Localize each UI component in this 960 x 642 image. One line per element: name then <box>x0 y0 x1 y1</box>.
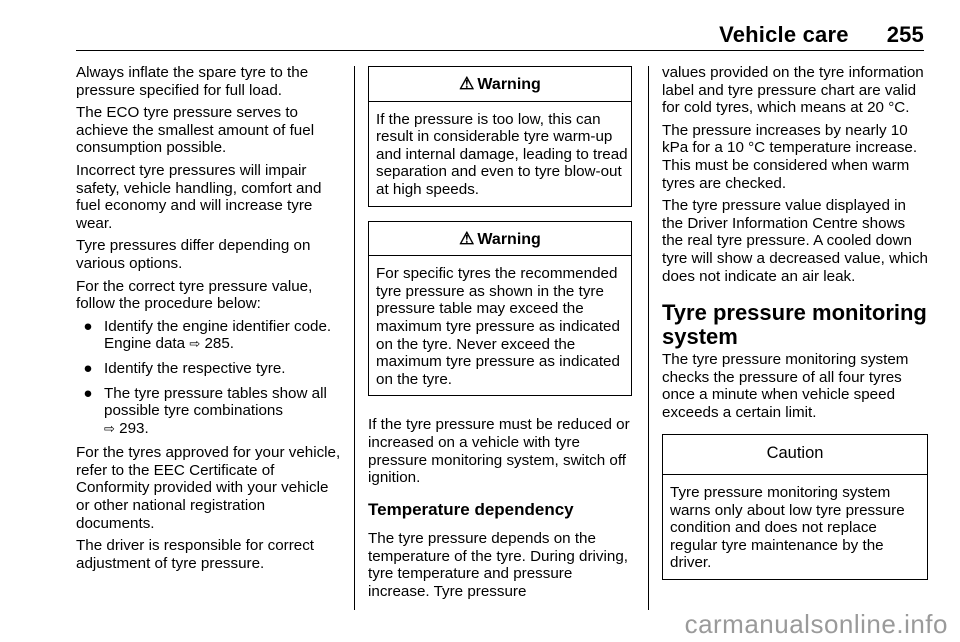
section-title: Vehicle care <box>719 22 849 47</box>
warning-text: For specific tyres the recommended tyre … <box>376 265 620 388</box>
procedure-list: ● Identify the engine identifier code. E… <box>76 318 346 438</box>
list-item-text: Identify the respective tyre. <box>104 359 286 377</box>
page-reference-arrow-icon: ⇨ <box>104 420 115 436</box>
header-divider <box>76 50 924 51</box>
list-item-text: The tyre pressure tables show all possib… <box>104 384 327 420</box>
column-divider-2 <box>648 66 649 610</box>
column-1: Always inflate the spare tyre to the pre… <box>76 64 346 577</box>
warning-title: Warning <box>477 230 541 248</box>
page-header: Vehicle care 255 <box>681 22 924 48</box>
warning-header: ⚠Warning <box>369 222 631 257</box>
bullet-icon: ● <box>83 317 93 335</box>
warning-box: ⚠Warning For specific tyres the recommen… <box>368 220 632 397</box>
paragraph: The tyre pressure value displayed in the… <box>662 197 928 285</box>
list-item: ● Identify the engine identifier code. E… <box>76 318 346 353</box>
warning-body: For specific tyres the recommended tyre … <box>369 256 631 395</box>
bullet-icon: ● <box>83 384 93 402</box>
paragraph: The ECO tyre pressure serves to achieve … <box>76 104 315 157</box>
warning-text: If the pressure is too low, this can res… <box>376 110 628 198</box>
bullet-icon: ● <box>83 359 93 377</box>
column-3: values provided on the tyre information … <box>662 64 928 594</box>
warning-triangle-icon: ⚠ <box>459 74 475 93</box>
caution-body: Tyre pressure monitoring system warns on… <box>663 475 927 579</box>
list-item-text: Identify the engine identifier code. Eng… <box>104 317 332 353</box>
warning-box: ⚠Warning If the pressure is too low, thi… <box>368 66 632 207</box>
list-item: ● The tyre pressure tables show all poss… <box>76 385 346 438</box>
page-reference[interactable]: 293. <box>119 419 149 437</box>
paragraph: The pressure increases by nearly 10 kPa … <box>662 121 918 192</box>
warning-body: If the pressure is too low, this can res… <box>369 102 631 206</box>
paragraph: values provided on the tyre information … <box>662 64 924 117</box>
column-divider-1 <box>354 66 355 610</box>
column-2: ⚠Warning If the pressure is too low, thi… <box>368 66 632 606</box>
watermark: carmanualsonline.info <box>684 609 948 639</box>
warning-title: Warning <box>477 76 541 93</box>
page-number: 255 <box>886 22 924 47</box>
warning-header: ⚠Warning <box>369 67 631 102</box>
caution-box: Caution Tyre pressure monitoring system … <box>662 433 928 581</box>
paragraph: For the tyres approved for your vehicle,… <box>76 444 341 532</box>
page-reference-arrow-icon: ⇨ <box>189 336 201 352</box>
caution-header: Caution <box>663 435 927 476</box>
paragraph: The tyre pressure depends on the tempera… <box>368 530 628 601</box>
page-reference[interactable]: 285. <box>204 335 235 353</box>
warning-triangle-icon: ⚠ <box>459 228 475 248</box>
subheading: Temperature dependency <box>368 499 574 519</box>
list-item: ● Identify the respective tyre. <box>76 360 346 378</box>
paragraph: If the tyre pressure must be reduced or … <box>368 416 630 487</box>
caution-text: Tyre pressure monitoring system warns on… <box>670 484 905 572</box>
paragraph: The driver is responsible for correct ad… <box>76 537 315 572</box>
paragraph: Incorrect tyre pressures will impair saf… <box>76 161 322 232</box>
paragraph: Always inflate the spare tyre to the pre… <box>76 64 309 99</box>
paragraph: For the correct tyre pressure value, fol… <box>76 277 313 313</box>
paragraph: Tyre pressures differ depending on vario… <box>76 237 311 272</box>
section-heading: Tyre pressure monitoring system <box>662 300 927 350</box>
paragraph: The tyre pressure monitoring system chec… <box>662 351 909 421</box>
